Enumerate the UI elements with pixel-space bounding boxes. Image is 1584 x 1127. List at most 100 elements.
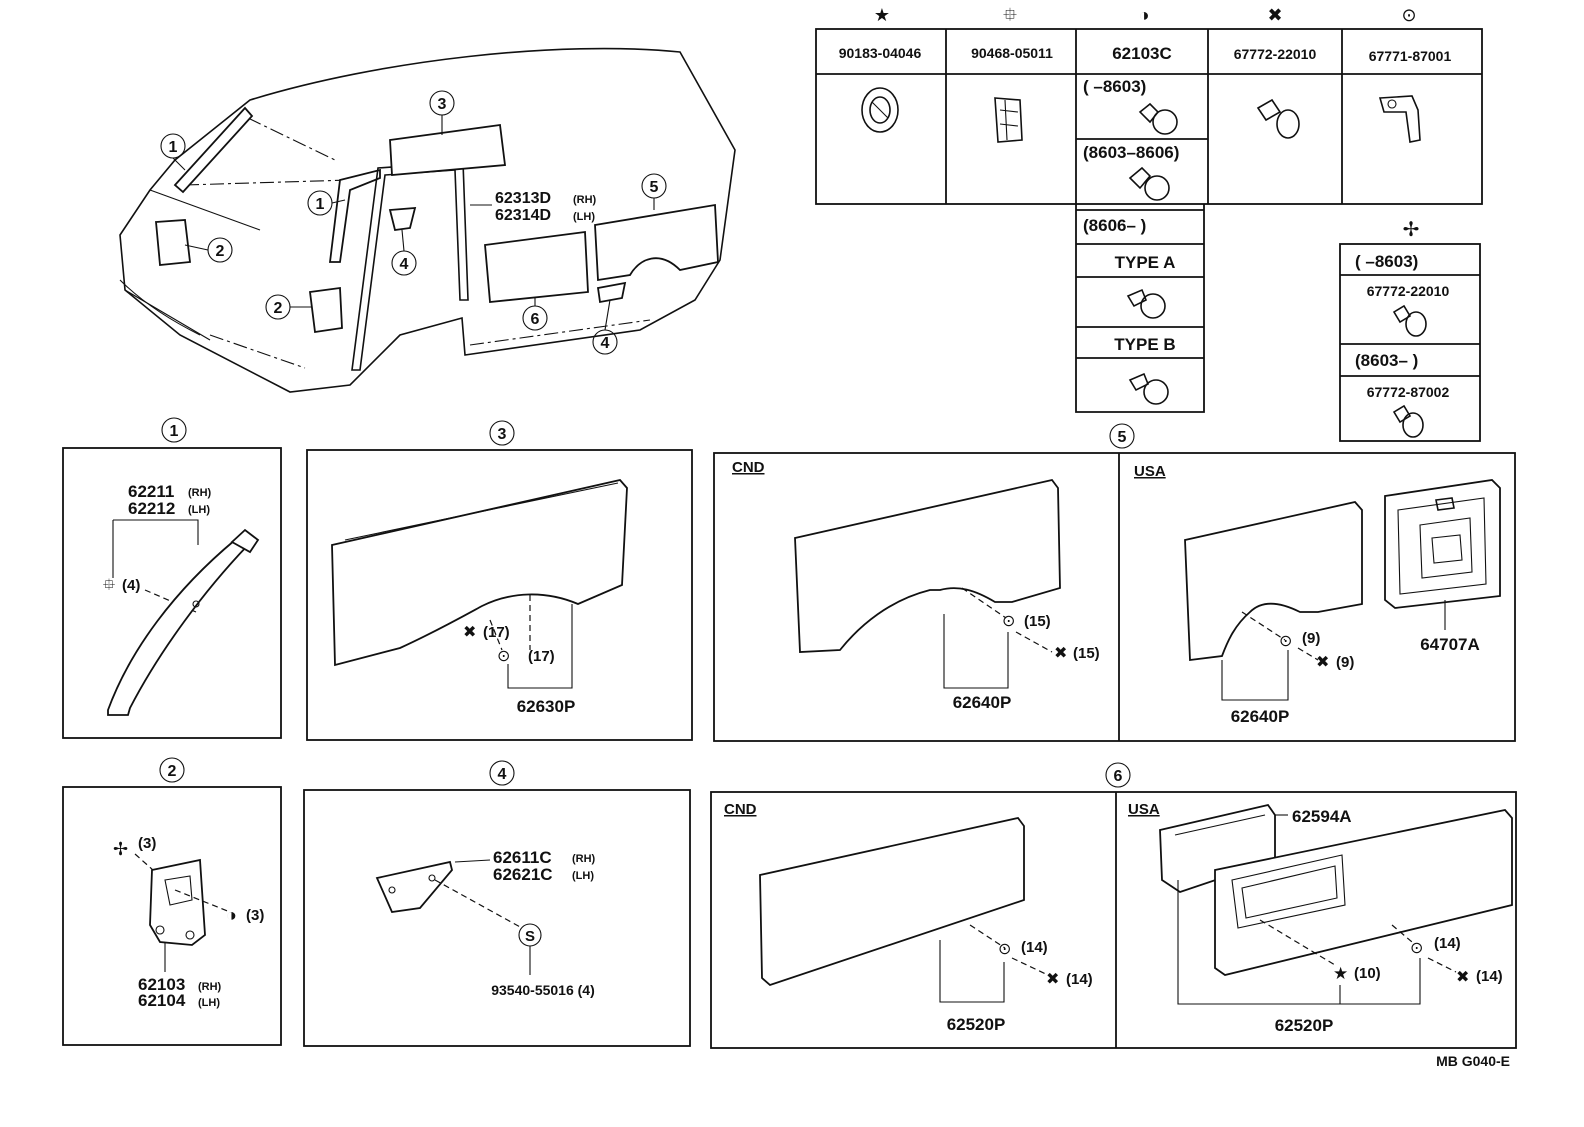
extra-row-3: (8603– ) bbox=[1355, 351, 1418, 370]
vehicle-overview: 1 1 2 2 3 4 4 5 6 62313D (RH) 62314D (LH… bbox=[119, 47, 736, 393]
cross-clip-icon: ✖ bbox=[1054, 645, 1067, 662]
callout-4a: 4 bbox=[391, 250, 417, 276]
panel-6-usa-qty-c: (14) bbox=[1476, 968, 1503, 985]
svg-text:1: 1 bbox=[169, 139, 178, 156]
header-90183-04046: 90183-04046 bbox=[839, 45, 922, 61]
push-clip-2 bbox=[1128, 166, 1170, 201]
header-90468-05011: 90468-05011 bbox=[971, 45, 1053, 61]
panel-2-title: 2 bbox=[168, 763, 177, 780]
extra-row-1: ( –8603) bbox=[1355, 252, 1418, 271]
square-clip-drawing bbox=[994, 97, 1023, 143]
cross-clip-drawing bbox=[1256, 98, 1300, 139]
grommet-drawing bbox=[861, 87, 899, 133]
half-circle-icon: ◑ bbox=[1139, 5, 1150, 25]
col3-row-1: ( –8603) bbox=[1083, 77, 1146, 96]
col3-row-3: (8606– ) bbox=[1083, 216, 1146, 235]
part-62104-lh: (LH) bbox=[198, 997, 220, 1009]
panel-5-cnd-qty-a: (15) bbox=[1024, 613, 1051, 630]
ring-clip-drawing bbox=[1378, 95, 1421, 143]
svg-text:S: S bbox=[525, 928, 535, 945]
four-leaf-clip-icon: ✢ bbox=[1403, 219, 1420, 241]
panel-4-title: 4 bbox=[498, 766, 507, 783]
callout-2a: 2 bbox=[207, 237, 233, 263]
panel-5-usa-label: USA bbox=[1134, 463, 1166, 480]
ring-clip-icon: ⊙ bbox=[1401, 5, 1416, 25]
ring-clip-icon: ⊙ bbox=[998, 941, 1011, 958]
svg-text:2: 2 bbox=[274, 300, 283, 317]
part-62640p-usa: 62640P bbox=[1231, 707, 1290, 726]
panel-5-title: 5 bbox=[1118, 429, 1127, 446]
ring-clip-icon: ⊙ bbox=[1279, 633, 1292, 650]
callout-4b: 4 bbox=[592, 329, 618, 355]
cross-clip-icon: ✖ bbox=[1316, 654, 1329, 671]
col3-type-a: TYPE A bbox=[1115, 253, 1176, 272]
callout-2b: 2 bbox=[265, 294, 291, 320]
clip-67772-87002-drawing bbox=[1392, 404, 1424, 438]
panel-3-qty-b: (17) bbox=[528, 648, 555, 665]
overview-rh: (RH) bbox=[573, 194, 597, 206]
callout-1a: 1 bbox=[160, 133, 186, 159]
footer-code: MB G040-E bbox=[1436, 1053, 1510, 1069]
panel-2: 2 ✢ (3) ◑ (3) 62103 (RH) 62104 (LH) bbox=[62, 757, 282, 1046]
header-67771-87001: 67771-87001 bbox=[1369, 48, 1452, 64]
panel-6-cnd-qty-b: (14) bbox=[1066, 971, 1093, 988]
part-62212-lh: (LH) bbox=[188, 504, 210, 516]
part-62104: 62104 bbox=[138, 991, 186, 1010]
panel-2-qty-a: (3) bbox=[138, 835, 156, 852]
panel-3-qty-a: (17) bbox=[483, 624, 510, 641]
overview-part-62313: 62313D bbox=[495, 190, 551, 207]
part-64707a: 64707A bbox=[1420, 635, 1480, 654]
panel-6-usa-qty-b: (10) bbox=[1354, 965, 1381, 982]
part-62611c: 62611C bbox=[493, 848, 552, 867]
panel-1: 1 62211 (RH) 62212 (LH) ⯐ (4) bbox=[62, 417, 282, 739]
panel-5-cnd-qty-b: (15) bbox=[1073, 645, 1100, 662]
header-67772-22010: 67772-22010 bbox=[1234, 46, 1317, 62]
cross-clip-icon: ✖ bbox=[1267, 5, 1282, 25]
part-62611c-rh: (RH) bbox=[572, 853, 596, 865]
col3-type-b: TYPE B bbox=[1114, 335, 1175, 354]
panel-5-cnd-label: CND bbox=[732, 459, 765, 476]
svg-text:3: 3 bbox=[438, 96, 447, 113]
push-clip-type-a bbox=[1126, 288, 1166, 319]
screw-93540-55016: 93540-55016 (4) bbox=[491, 982, 595, 998]
overview-part-62314: 62314D bbox=[495, 207, 551, 224]
panel-2-qty-b: (3) bbox=[246, 907, 264, 924]
panel-5-usa-qty-a: (9) bbox=[1302, 630, 1320, 647]
ring-clip-icon: ⊙ bbox=[1410, 940, 1423, 957]
part-62211: 62211 bbox=[128, 482, 174, 501]
svg-text:1: 1 bbox=[316, 196, 325, 213]
push-clip-1 bbox=[1138, 102, 1178, 135]
svg-text:6: 6 bbox=[531, 311, 540, 328]
panel-6-usa-qty-a: (14) bbox=[1434, 935, 1461, 952]
panel-6-title: 6 bbox=[1114, 768, 1123, 785]
ring-clip-icon: ⊙ bbox=[497, 648, 510, 665]
panel-4: 4 62611C (RH) 62621C (LH) S 93540-55016 … bbox=[303, 760, 691, 1047]
part-62630p: 62630P bbox=[517, 697, 576, 716]
part-62520p-cnd: 62520P bbox=[947, 1015, 1006, 1034]
cross-clip-icon: ✖ bbox=[463, 624, 476, 641]
extra-row-2: 67772-22010 bbox=[1367, 283, 1450, 299]
part-62520p-usa: 62520P bbox=[1275, 1016, 1334, 1035]
part-62103-rh: (RH) bbox=[198, 981, 222, 993]
svg-text:4: 4 bbox=[601, 335, 610, 352]
panel-1-title: 1 bbox=[170, 423, 179, 440]
overview-lh: (LH) bbox=[573, 211, 595, 223]
clip-67772-22010-drawing bbox=[1392, 304, 1427, 337]
panel-6-cnd-qty-a: (14) bbox=[1021, 939, 1048, 956]
push-clip-type-b bbox=[1128, 372, 1169, 405]
extra-row-4: 67772-87002 bbox=[1367, 384, 1450, 400]
ring-clip-icon: ⊙ bbox=[1002, 613, 1015, 630]
panel-6-usa-label: USA bbox=[1128, 801, 1160, 818]
part-62212: 62212 bbox=[128, 499, 175, 518]
svg-text:2: 2 bbox=[216, 243, 225, 260]
callout-6: 6 bbox=[522, 305, 548, 331]
panel-6-cnd-label: CND bbox=[724, 801, 757, 818]
panel-3: 3 ✖ (17) ⊙ (17) 62630P bbox=[306, 420, 693, 741]
svg-text:5: 5 bbox=[650, 179, 659, 196]
cross-clip-icon: ✖ bbox=[1456, 969, 1469, 986]
panel-6: 6 CND USA ⊙ (14) ✖ (14) 62520P 62594A ★ … bbox=[710, 762, 1517, 1049]
panel-3-title: 3 bbox=[498, 426, 507, 443]
callout-1b: 1 bbox=[307, 190, 333, 216]
square-clip-icon: ⯐ bbox=[1003, 5, 1017, 25]
panel-5: 5 CND USA ⊙ (15) ✖ (15) 62640P ⊙ (9) ✖ (… bbox=[713, 423, 1516, 742]
